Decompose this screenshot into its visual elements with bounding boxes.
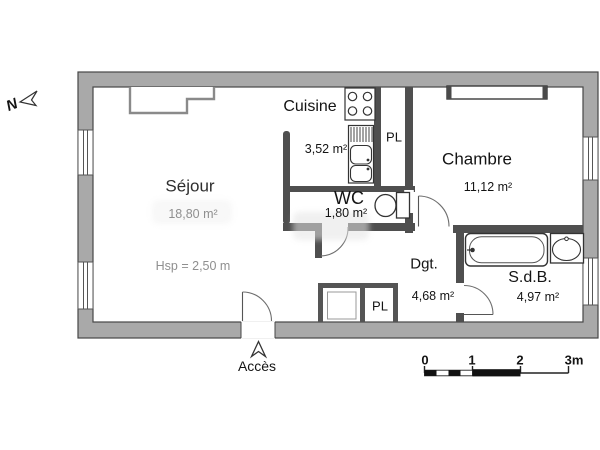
niche-outline bbox=[128, 87, 216, 115]
entrance-label: Accès bbox=[237, 358, 277, 374]
room-area-cuisine: 3,52 m² bbox=[304, 141, 348, 156]
closet-label-lower: PL bbox=[372, 298, 388, 314]
stove-icon bbox=[344, 87, 376, 121]
scale-tick-0: 0 bbox=[421, 352, 429, 368]
room-label-chambre: Chambre bbox=[442, 149, 512, 169]
toilet-icon bbox=[374, 191, 411, 219]
chambre-window bbox=[446, 85, 548, 100]
entrance-opening bbox=[240, 321, 276, 339]
room-label-dgt: Dgt. bbox=[410, 255, 438, 273]
room-area-dgt: 4,68 m² bbox=[411, 288, 455, 303]
room-label-cuisine: Cuisine bbox=[283, 98, 337, 115]
ceiling-height-note: Hsp = 2,50 m bbox=[155, 258, 231, 273]
window bbox=[77, 129, 94, 176]
watermark-smudge bbox=[293, 212, 369, 240]
room-area-chambre: 11,12 m² bbox=[463, 179, 513, 194]
north-arrow-icon bbox=[18, 90, 38, 107]
washbasin-icon bbox=[549, 232, 585, 264]
bathtub-icon bbox=[464, 232, 549, 267]
room-area-wc: 1,80 m² bbox=[324, 205, 368, 220]
entrance-arrow-icon bbox=[249, 339, 268, 359]
scale-bar bbox=[423, 366, 570, 377]
scale-tick-3m: 3m bbox=[564, 352, 584, 368]
closet bbox=[318, 283, 398, 322]
closet-label-upper: PL bbox=[386, 129, 402, 145]
exterior-wall bbox=[77, 71, 599, 339]
room-area-sejour: 18,80 m² bbox=[168, 206, 218, 221]
scale-tick-2: 2 bbox=[516, 352, 524, 368]
kitchen-sink-icon bbox=[347, 124, 375, 184]
watermark-smudge bbox=[152, 200, 232, 224]
scale-tick-1: 1 bbox=[468, 352, 476, 368]
room-label-sdb: S.d.B. bbox=[508, 269, 552, 286]
room-label-wc: WC bbox=[334, 188, 364, 208]
room-label-sejour: Séjour bbox=[165, 176, 215, 196]
window bbox=[77, 261, 94, 310]
window bbox=[582, 257, 599, 306]
window bbox=[582, 136, 599, 181]
room-area-sdb: 4,97 m² bbox=[516, 289, 560, 304]
